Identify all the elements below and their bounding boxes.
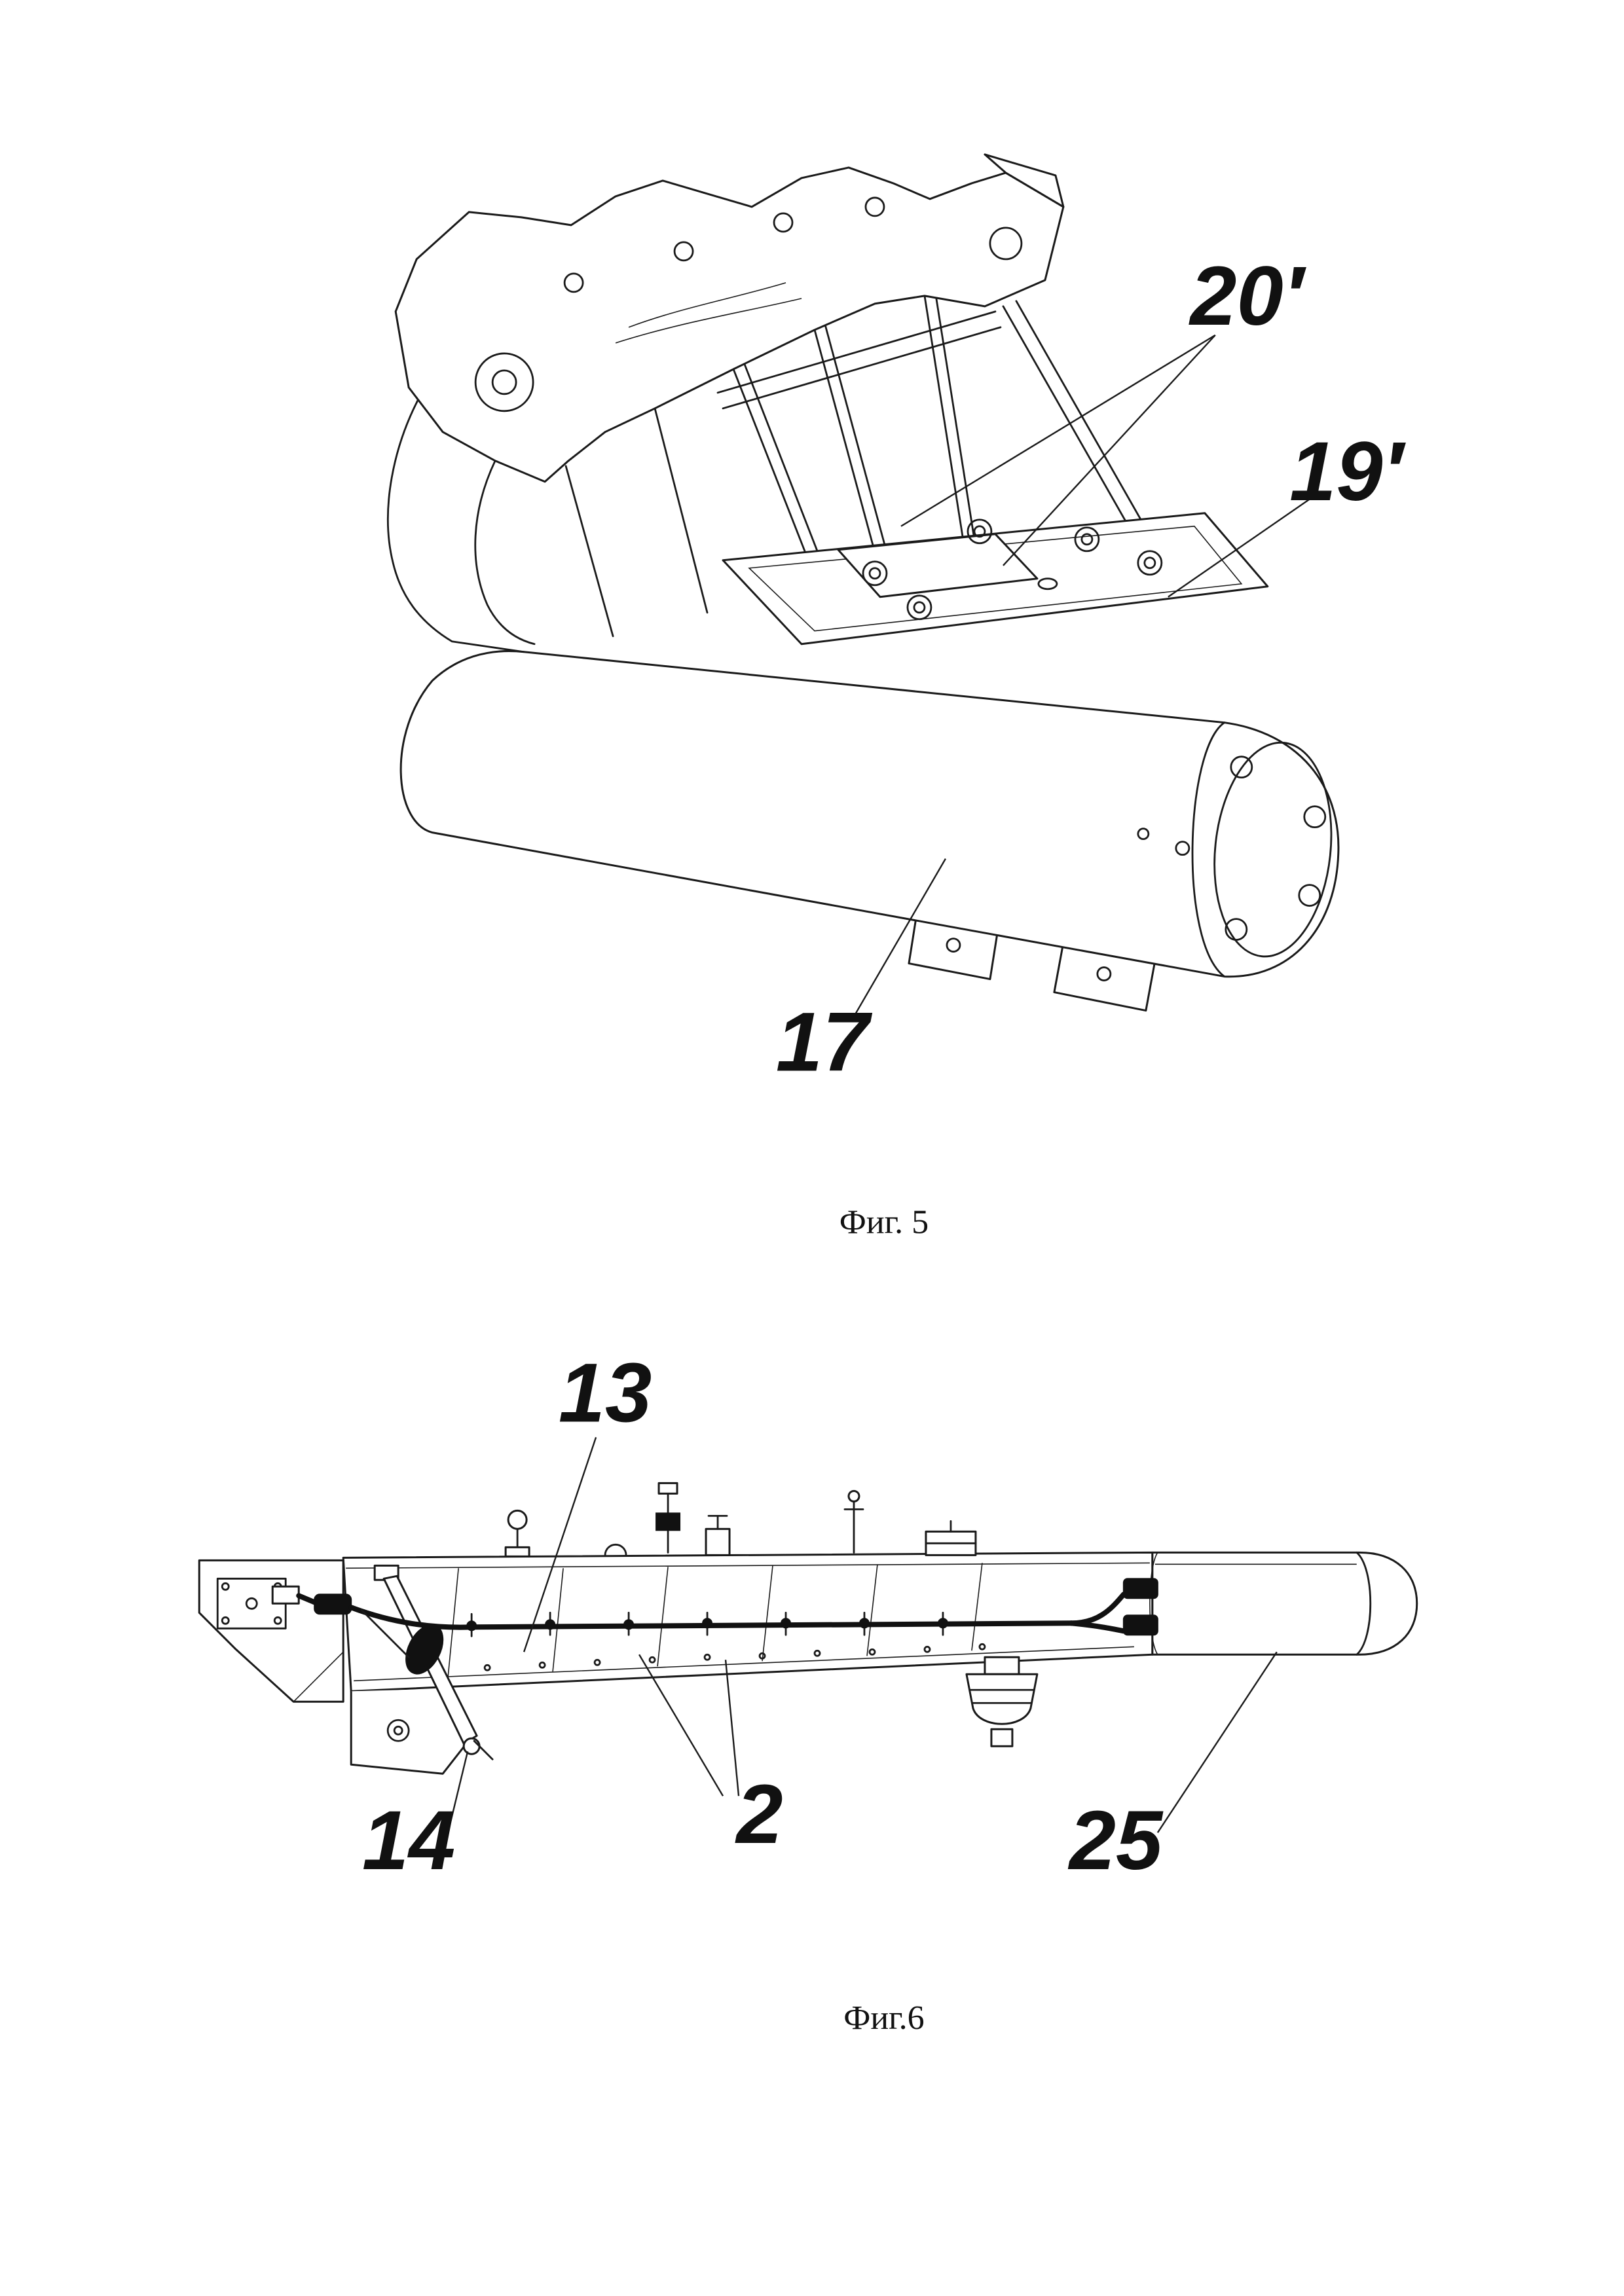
fig6-ref-label-25: 25 [1068,1794,1164,1887]
fig5-struts [716,289,1156,564]
fig6-ref-label-2: 2 [735,1768,783,1861]
fig5-caption: Фиг. 5 [840,1203,929,1241]
fig6-leader-2-b [724,1660,740,1796]
figure-6: 13 14 2 25 Фиг.6 [198,1346,1418,2037]
fig6-leader-13 [523,1436,597,1652]
fig5-left-pillar [387,392,709,653]
fig5-mounting-plate [722,512,1269,646]
fig6-ref-label-14: 14 [362,1794,455,1887]
fig6-caption: Фиг.6 [843,1999,924,2037]
fig5-ref-label-19: 19′ [1289,425,1406,519]
fig6-drawing [198,1482,1418,1775]
fig5-leader-20-b [1003,335,1216,566]
fig6-top-fittings [504,1482,977,1558]
fig6-ref-label-13: 13 [559,1346,652,1440]
fig5-leader-20-a [900,334,1216,527]
fig6-left-bracket [198,1559,344,1703]
figure-5: 20′ 19′ 17 Фиг. 5 [387,153,1407,1241]
fig6-bell-component [965,1656,1039,1747]
fig5-leader-17 [850,858,946,1022]
fig5-tank [399,649,1340,978]
fig6-air-tank [1122,1551,1418,1656]
fig6-leader-25 [1156,1651,1278,1833]
fig5-upper-bracket [394,153,1065,483]
fig6-cable-harness [271,1585,1126,1658]
fig6-leader-14 [447,1751,469,1833]
fig5-ref-label-17: 17 [776,996,873,1089]
fig5-leader-19 [1168,496,1313,598]
fig6-leader-2-a [638,1654,724,1796]
fig5-ref-label-20: 20′ [1189,249,1306,343]
fig6-lever [373,1564,494,1760]
fig5-drawing [387,153,1340,1012]
